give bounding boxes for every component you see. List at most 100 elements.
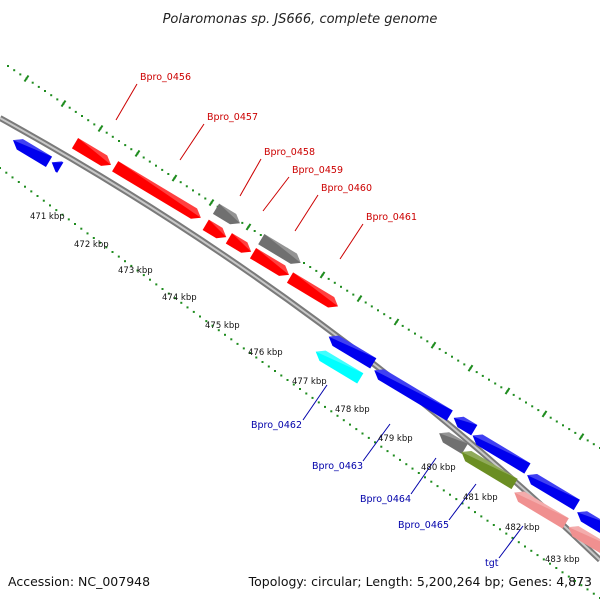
gene-arrow-shape — [472, 434, 531, 474]
grid-dot — [401, 324, 404, 327]
grid-dot — [330, 410, 333, 413]
grid-dot — [204, 197, 207, 200]
grid-dot — [17, 181, 20, 183]
grid-dot — [180, 301, 183, 304]
grid-dot — [274, 370, 276, 372]
grid-dot — [494, 382, 497, 385]
grid-dot — [463, 363, 466, 366]
grid-dot — [167, 173, 170, 175]
grid-dot — [311, 396, 314, 399]
gene-arrow-shape — [225, 233, 252, 253]
grid-dot — [361, 432, 364, 435]
gene-arrow — [461, 451, 518, 490]
grid-dot — [305, 392, 308, 395]
grid-dot — [241, 221, 244, 224]
genes — [12, 138, 600, 559]
grid-dash — [23, 74, 30, 83]
gene-arrow — [12, 139, 53, 167]
grid-dot — [327, 277, 330, 280]
label-leader — [448, 483, 477, 521]
grid-dot — [499, 528, 501, 531]
grid-dot — [7, 65, 9, 67]
grid-dot — [161, 168, 164, 171]
label-leader — [362, 423, 391, 462]
grid-dot — [346, 289, 349, 292]
gene-arrow-shape — [202, 219, 227, 239]
grid-dot — [405, 463, 408, 466]
gene-arrow-shape — [51, 161, 64, 173]
gene-arrow-highlight — [472, 434, 531, 464]
grid-dot — [549, 562, 551, 565]
label-leader — [498, 525, 524, 559]
grid-dot — [480, 515, 483, 518]
grid-dot — [367, 436, 370, 439]
grid-dot — [36, 195, 39, 197]
grid-dot — [286, 379, 289, 381]
topology-text: Topology: circular; Length: 5,200,264 bp… — [248, 574, 592, 589]
grid-dot — [309, 266, 312, 268]
grid-dot — [340, 285, 342, 288]
grid-dot — [561, 571, 564, 574]
grid-dot — [280, 374, 283, 377]
grid-dot — [205, 320, 208, 323]
grid-dot — [224, 333, 226, 336]
gene-label-forward: Bpro_0459 — [292, 165, 343, 176]
tick-label: 476 kbp — [248, 348, 283, 358]
grid-dot — [374, 441, 376, 444]
grid-dot — [236, 342, 239, 345]
gene-arrow-shape — [328, 335, 377, 369]
grid-dot — [192, 310, 195, 313]
grid-dots — [0, 65, 600, 599]
grid-dot — [124, 260, 126, 263]
grid-dot — [364, 301, 367, 304]
grid-dot — [449, 493, 451, 496]
grid-dot — [30, 190, 33, 193]
grid-dot — [5, 171, 8, 174]
grid-dot — [444, 351, 447, 354]
grid-dot — [442, 489, 445, 492]
grid-dot — [380, 445, 383, 448]
gene-arrow — [453, 416, 478, 436]
grid-dot — [438, 348, 441, 351]
grid-dot — [392, 454, 395, 457]
grid-dot — [525, 401, 527, 404]
gene-arrow-shape — [439, 432, 468, 454]
grid-dot — [481, 374, 484, 377]
grid-dot — [0, 167, 1, 169]
grid-dash — [578, 433, 585, 441]
gene-arrow — [249, 248, 290, 276]
gene-arrow-shape — [527, 474, 580, 511]
grid-dot — [574, 579, 576, 582]
grid-dot — [167, 292, 170, 295]
tick-label: 481 kbp — [463, 493, 498, 503]
grid-dot — [249, 352, 251, 354]
gene-arrow — [514, 491, 569, 529]
grid-dot — [592, 443, 595, 446]
grid-dot — [81, 115, 83, 117]
grid-dot — [430, 480, 433, 483]
gene-label-forward: Bpro_0457 — [207, 112, 258, 123]
grid-dot — [92, 237, 95, 239]
grid-dot — [352, 293, 355, 296]
grid-dot — [24, 185, 26, 188]
gene-label-reverse: Bpro_0464 — [360, 494, 411, 505]
label-leader — [410, 457, 437, 495]
gene-label-reverse: tgt — [485, 558, 499, 569]
grid-dot — [411, 467, 414, 470]
grid-dot — [451, 355, 453, 358]
gene-arrow-shape — [514, 491, 569, 529]
label-leader — [302, 384, 328, 421]
grid-dot — [436, 485, 439, 488]
grid-dot — [549, 416, 552, 419]
grid-dot — [259, 234, 262, 236]
grid-dash — [430, 341, 437, 349]
grid-dot — [555, 420, 558, 423]
grid-dot — [377, 309, 379, 312]
grid-dot — [199, 315, 201, 318]
gene-label-forward: Bpro_0456 — [140, 72, 191, 83]
grid-dot — [386, 450, 389, 453]
gene-arrow — [568, 526, 600, 559]
grid-dot — [49, 204, 51, 207]
grid-dot — [61, 213, 64, 216]
